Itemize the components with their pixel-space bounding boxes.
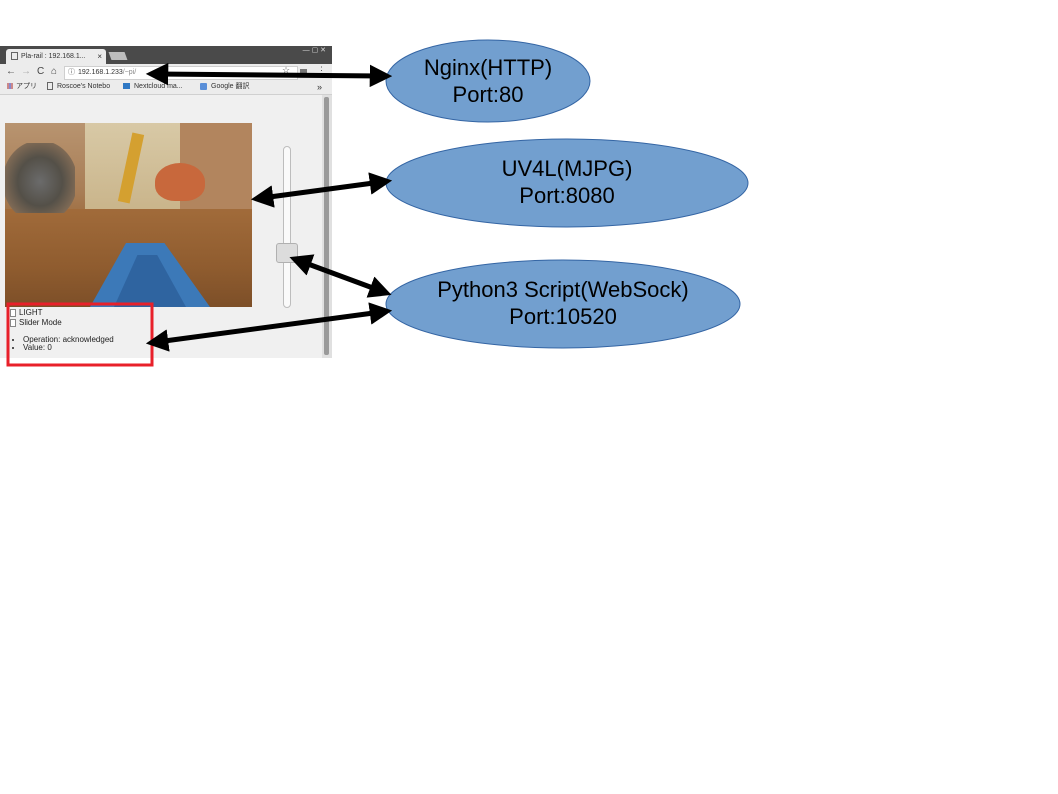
bookmark-roscoe[interactable]: Roscoe's Notebo: [47, 80, 110, 94]
status-value: Value: 0: [23, 344, 114, 352]
tab-title: Pla-rail : 192.168.1...: [21, 53, 86, 60]
nextcloud-icon: [123, 83, 130, 90]
scene-orange-object: [155, 163, 205, 201]
slider-mode-label: Slider Mode: [19, 318, 62, 327]
nginx-port: Port:80: [452, 82, 524, 107]
document-icon: [47, 82, 53, 91]
back-icon[interactable]: ←: [6, 66, 16, 77]
site-info-icon[interactable]: ⓘ: [68, 69, 75, 76]
slider-mode-checkbox[interactable]: [10, 318, 16, 327]
window-controls[interactable]: — ▢ ✕: [302, 47, 326, 54]
apps-grid-icon: [7, 83, 13, 90]
arrow-nginx-to-address: [145, 62, 393, 88]
arrow-uv4l-to-camera: [250, 172, 393, 208]
nginx-name: Nginx(HTTP): [423, 55, 553, 80]
uv4l-name: UV4L(MJPG): [501, 156, 633, 181]
bookmark-apps[interactable]: アプリ: [7, 80, 37, 94]
light-toggle[interactable]: LIGHT: [10, 308, 114, 318]
uv4l-port: Port:8080: [519, 183, 615, 208]
arrow-python-to-status: [145, 302, 393, 352]
scrollbar-thumb[interactable]: [324, 97, 329, 355]
status-list: Operation: acknowledged Value: 0: [10, 336, 114, 352]
status-highlight-box: [6, 302, 154, 367]
reload-icon[interactable]: C: [37, 66, 45, 77]
forward-icon[interactable]: →: [21, 66, 31, 77]
control-panel: LIGHT Slider Mode Operation: acknowledge…: [10, 308, 114, 352]
tab-close-icon[interactable]: ×: [97, 52, 102, 61]
scene-cat: [5, 143, 75, 213]
camera-stream-image: [5, 123, 252, 307]
python-name: Python3 Script(WebSock): [437, 277, 689, 302]
page-icon: [11, 52, 18, 61]
uv4l-label: UV4L(MJPG) Port:8080: [388, 155, 746, 209]
url-path: /~pi/: [122, 69, 137, 76]
nginx-label: Nginx(HTTP) Port:80: [388, 54, 588, 108]
python-label: Python3 Script(WebSock) Port:10520: [388, 276, 738, 330]
page-scrollbar[interactable]: [322, 95, 332, 358]
slider-mode-toggle[interactable]: Slider Mode: [10, 318, 114, 328]
bookmark-label: Roscoe's Notebo: [57, 83, 111, 90]
status-operation: Operation: acknowledged: [23, 336, 114, 344]
browser-tab[interactable]: Pla-rail : 192.168.1... ×: [6, 49, 106, 64]
light-label: LIGHT: [19, 308, 43, 317]
bookmark-label: アプリ: [16, 83, 37, 90]
arrow-python-to-slider: [289, 254, 392, 298]
light-checkbox[interactable]: [10, 308, 16, 317]
tab-strip: Pla-rail : 192.168.1... × — ▢ ✕: [0, 46, 332, 64]
home-icon[interactable]: ⌂: [51, 66, 58, 77]
python-port: Port:10520: [509, 304, 617, 329]
url-host: 192.168.1.233: [78, 69, 123, 76]
